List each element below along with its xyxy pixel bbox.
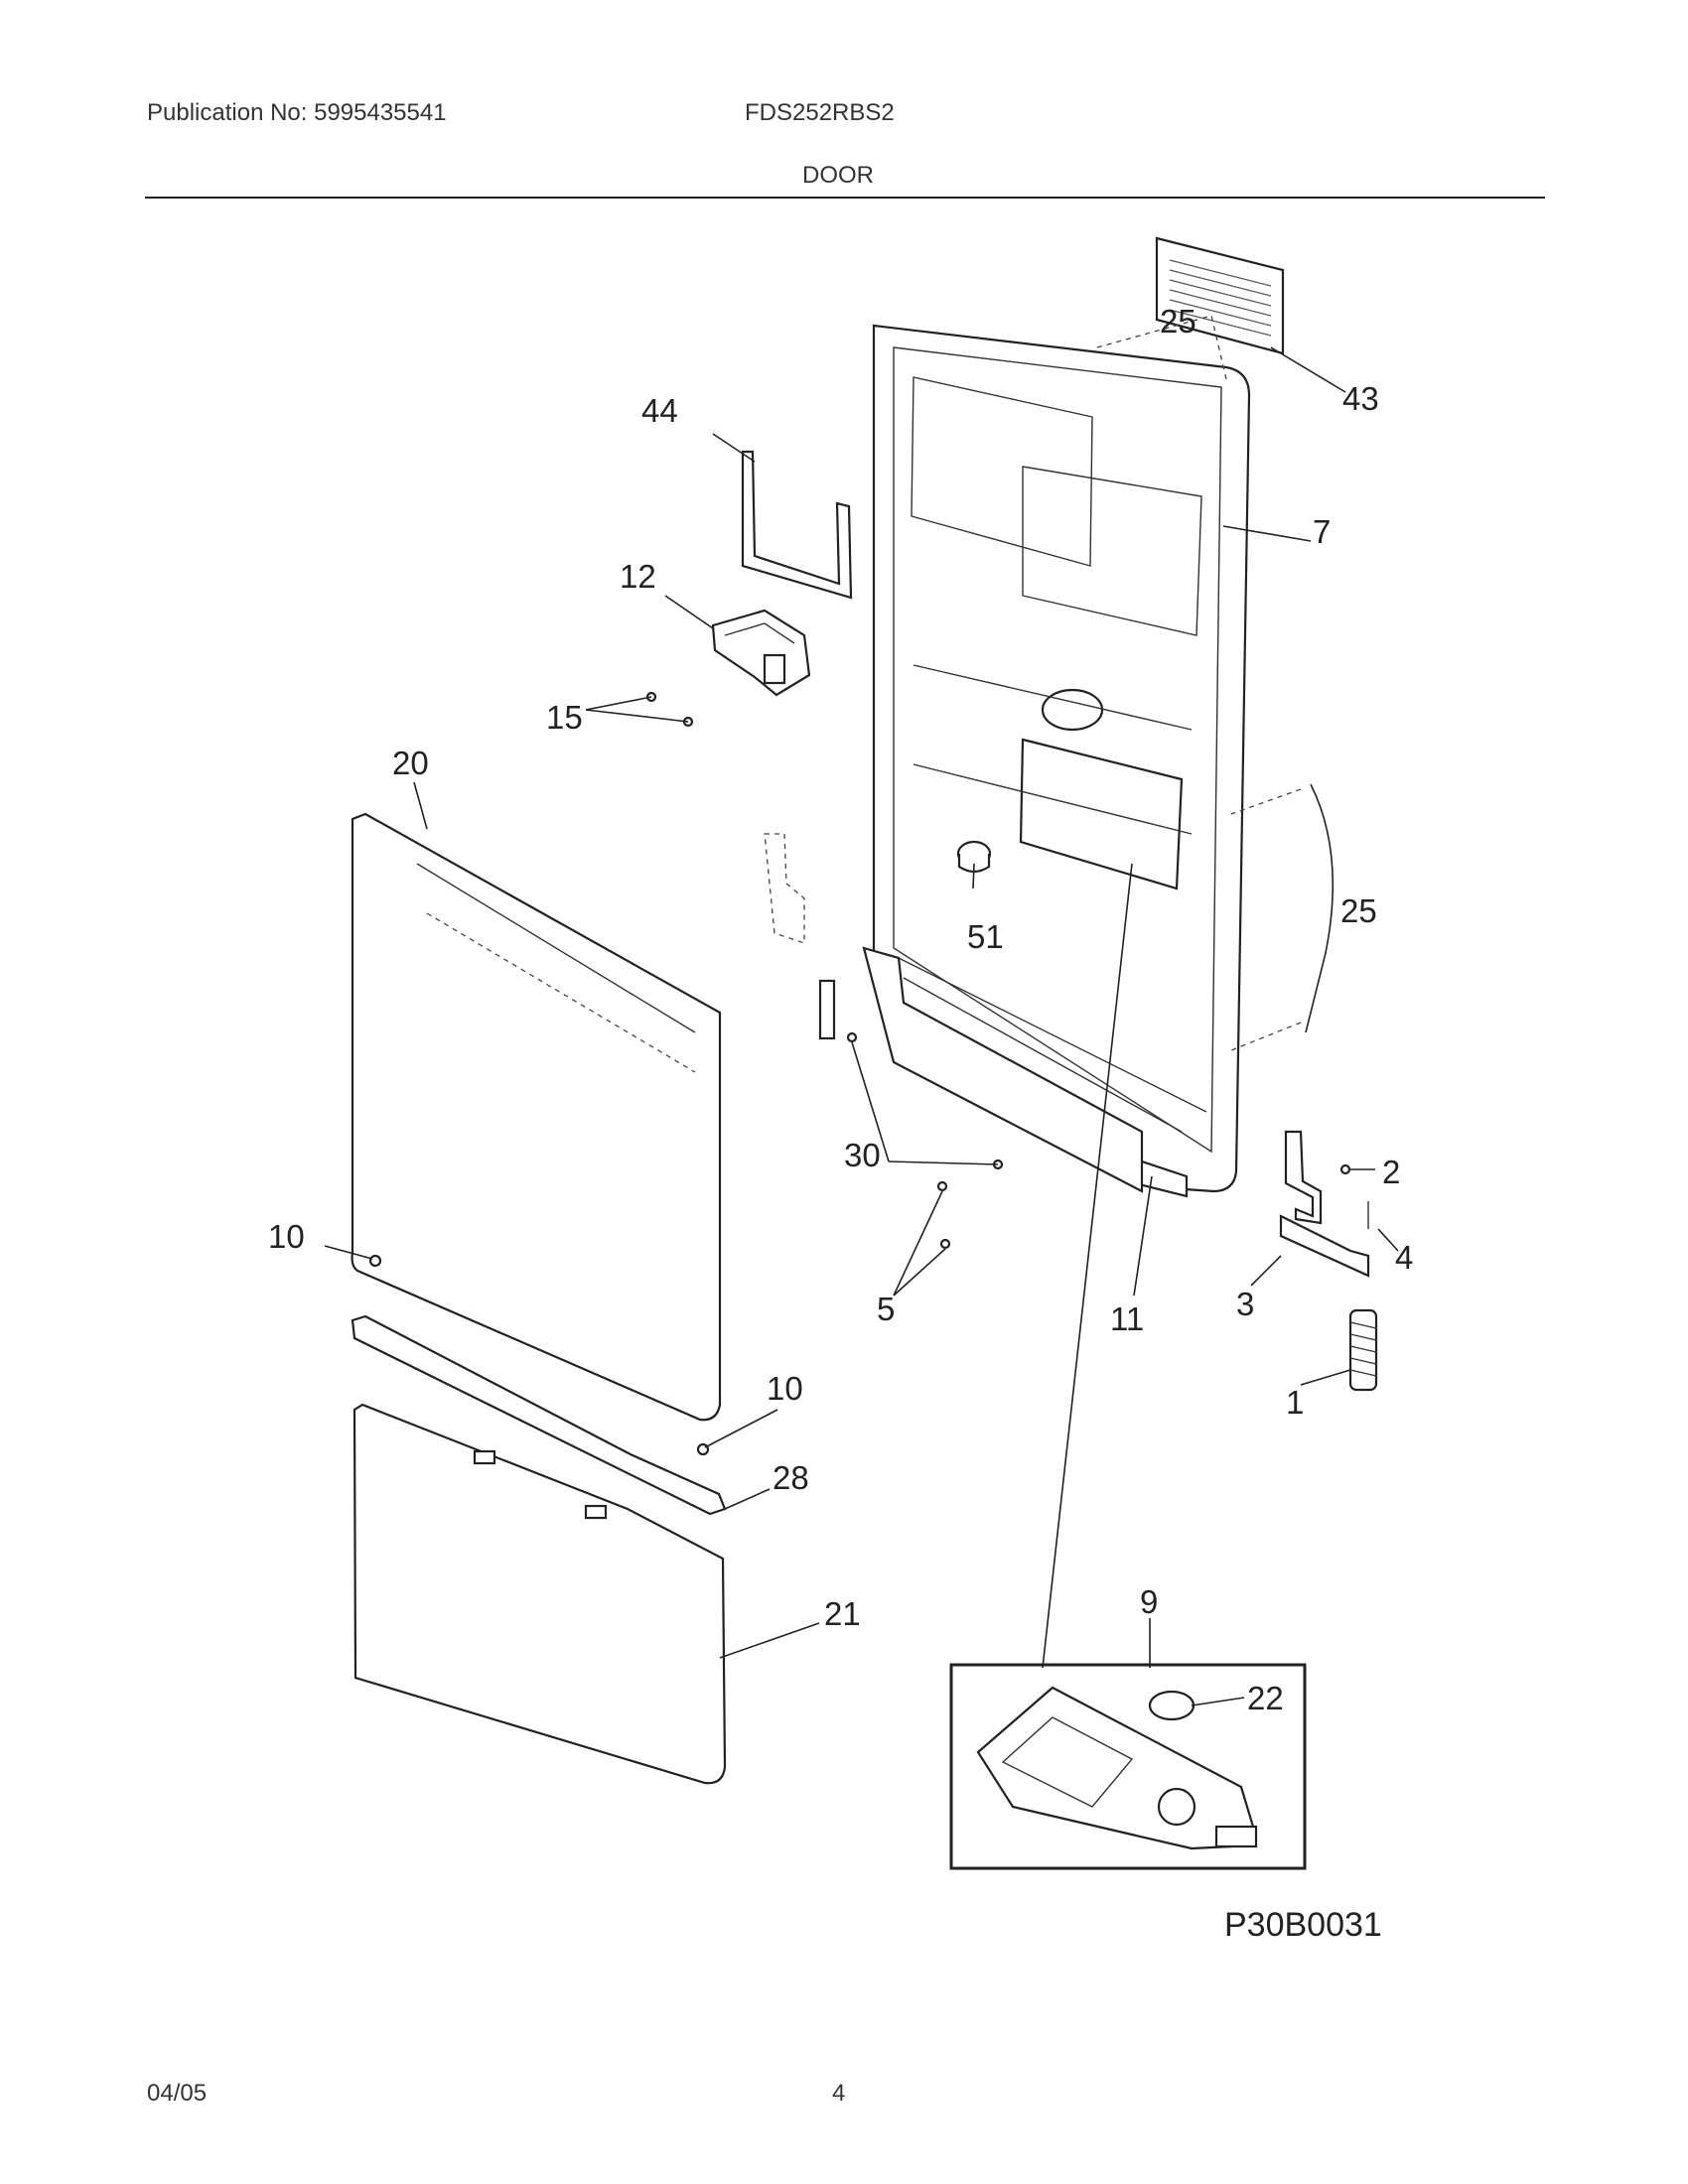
- callout-2: 2: [1382, 1154, 1400, 1190]
- part-51-knob: [956, 840, 992, 874]
- part-3-hinge-arm: [1279, 1130, 1370, 1278]
- leader-lines: [324, 315, 1399, 1706]
- callout-10-mid: 10: [767, 1370, 803, 1407]
- callout-21: 21: [824, 1595, 861, 1632]
- callout-28: 28: [773, 1459, 809, 1496]
- publication-number: Publication No: 5995435541: [147, 99, 447, 126]
- part-1-spring: [1348, 1308, 1378, 1392]
- part-12-latch: [711, 609, 811, 697]
- part-28-trim-strip: [351, 1314, 727, 1516]
- callout-30: 30: [844, 1137, 881, 1173]
- callout-1: 1: [1286, 1384, 1304, 1421]
- part-9-dispenser-inset: [949, 1663, 1307, 1870]
- footer-date: 04/05: [147, 2080, 208, 2107]
- header-divider: [145, 197, 1545, 199]
- callout-20: 20: [392, 745, 429, 781]
- part-hinge-dashed: [764, 833, 836, 1040]
- part-21-lower-panel: [352, 1403, 727, 1785]
- part-7-inner-door-panel: [872, 324, 1251, 1198]
- callout-25-top: 25: [1160, 303, 1196, 340]
- callout-25-right: 25: [1340, 892, 1377, 929]
- callout-12: 12: [620, 558, 656, 595]
- drawing-code: P30B0031: [1224, 1906, 1382, 1944]
- callout-51: 51: [967, 918, 1004, 955]
- model-number: FDS252RBS2: [745, 99, 895, 126]
- callout-4: 4: [1395, 1239, 1413, 1276]
- callout-43: 43: [1342, 380, 1379, 417]
- callout-7: 7: [1313, 513, 1331, 550]
- part-fasteners: [368, 1031, 1004, 1456]
- callout-11: 11: [1110, 1300, 1144, 1337]
- callout-44: 44: [641, 392, 678, 429]
- callout-9: 9: [1140, 1583, 1158, 1620]
- callout-10-left: 10: [268, 1218, 305, 1255]
- callout-labels: 25 43 44 7 12 15 20 25 51 30 2 10 4 5 11…: [268, 303, 1413, 1716]
- callout-15: 15: [546, 699, 583, 736]
- part-11-bottom-bracket: [862, 946, 1144, 1193]
- section-title: DOOR: [802, 162, 874, 189]
- part-43-vent-grille: [1155, 236, 1285, 355]
- part-44-gasket: [741, 450, 853, 600]
- callout-5: 5: [877, 1291, 895, 1327]
- callout-22: 22: [1247, 1680, 1284, 1716]
- part-20-outer-door-panel: [351, 812, 722, 1422]
- page-number: 4: [832, 2080, 846, 2107]
- callout-3: 3: [1236, 1286, 1254, 1322]
